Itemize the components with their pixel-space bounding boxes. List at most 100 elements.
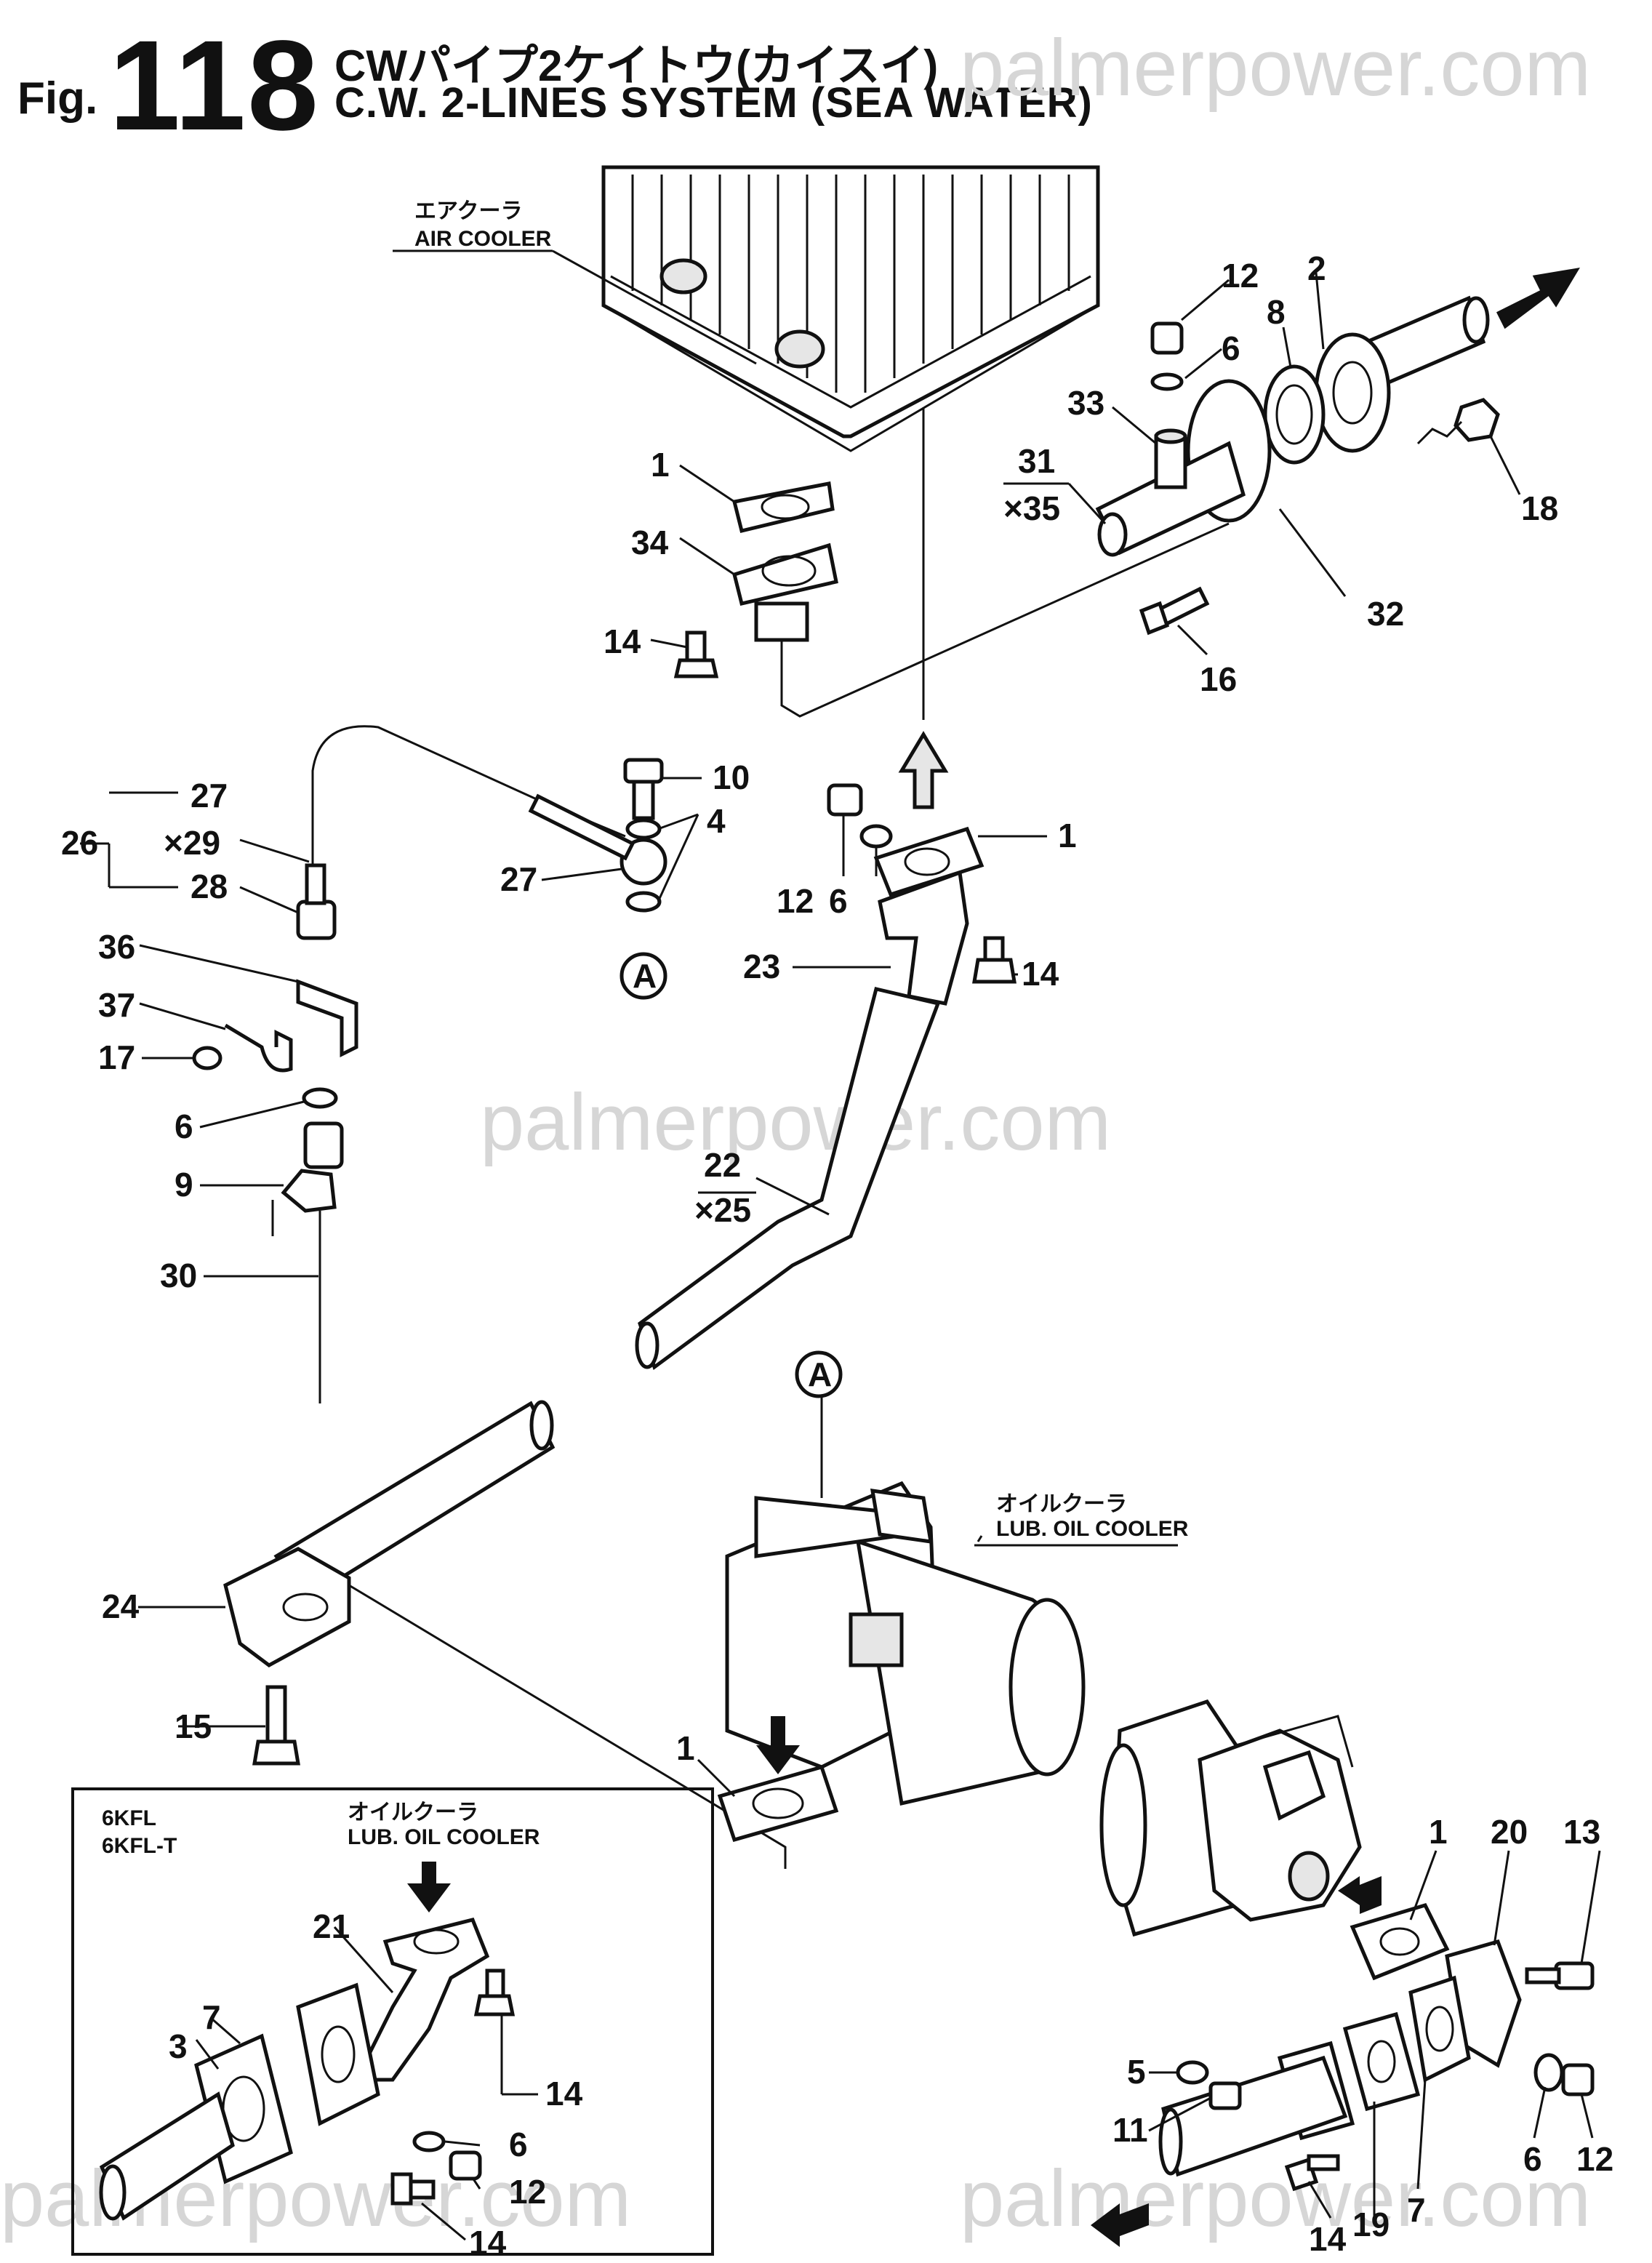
inset-cooler-label-jp: オイルクーラ <box>348 1801 478 1825</box>
svg-text:A: A <box>808 1355 832 1393</box>
washer-6-top <box>1150 372 1184 391</box>
nut-18-leader-path <box>1416 420 1463 445</box>
title-english: C.W. 2-LINES SYSTEM (SEA WATER) <box>334 79 1093 127</box>
washer-6-left <box>302 1087 338 1109</box>
callout-11: 11 <box>1112 2111 1148 2149</box>
callout-12-top: 12 <box>1222 257 1259 295</box>
flow-arrow-up <box>898 731 949 809</box>
callout-15: 15 <box>175 1707 212 1745</box>
inset-bolt-14-upper <box>473 1968 516 2016</box>
callout-7-pump: 7 <box>1407 2191 1426 2229</box>
callout-21: 21 <box>313 1907 350 1945</box>
callout-14-pump: 14 <box>1309 2220 1347 2258</box>
callout-17: 17 <box>98 1038 135 1076</box>
inset-flow-arrow <box>407 1862 451 1912</box>
ref-mark-a-oil-cooler: A <box>795 1350 843 1398</box>
callout-12-pump: 12 <box>1576 2140 1613 2178</box>
callout-2: 2 <box>1307 249 1326 287</box>
flange-7-pump <box>1408 1975 1471 2083</box>
watermark-middle: palmerpower.com <box>480 1078 1112 1167</box>
callout-4: 4 <box>707 802 726 840</box>
callout-28: 28 <box>191 868 228 905</box>
callout-10: 10 <box>713 758 750 796</box>
callout-34: 34 <box>631 524 669 561</box>
callout-30: 30 <box>160 1257 197 1294</box>
inset-model-1: 6KFL <box>102 1806 156 1830</box>
fitting-33 <box>1154 428 1187 489</box>
callout-37: 37 <box>98 986 135 1024</box>
callout-12-center: 12 <box>777 882 814 920</box>
plug-11 <box>1208 2081 1242 2110</box>
connection-line-2 <box>348 1584 787 1869</box>
figure-header: Fig. 118 CWパイプ2ケイトウ(カイスイ) C.W. 2-LINES S… <box>0 0 1652 150</box>
washer-6-center <box>859 824 893 849</box>
plug-12-top <box>1150 321 1184 355</box>
callout-32: 32 <box>1367 595 1404 633</box>
callout-27-banjo: 27 <box>500 860 537 898</box>
callout-14-inset-upper: 14 <box>545 2075 583 2112</box>
air-cooler-label-jp: エアクーラ <box>414 199 523 223</box>
callout-18: 18 <box>1521 489 1558 527</box>
callout-1-oil: 1 <box>676 1729 695 1767</box>
inset-model-2: 6KFL-T <box>102 1834 177 1858</box>
inset-washer-6 <box>412 2131 446 2152</box>
watermark-bottom-right: palmerpower.com <box>960 2154 1592 2243</box>
gasket-1-center <box>873 826 985 897</box>
inset-cooler-label-en: LUB. OIL COOLER <box>348 1825 540 1849</box>
callout-14-air: 14 <box>604 622 641 660</box>
bolt-14-pump <box>1284 2154 1340 2192</box>
banjo-27 <box>528 793 667 886</box>
callout-x25: ×25 <box>694 1191 751 1229</box>
callout-1-center: 1 <box>1058 817 1077 854</box>
plug-12-center <box>827 783 863 817</box>
pipe-22 <box>638 987 941 1371</box>
callout-7-inset: 7 <box>202 1998 221 2036</box>
washers-4 <box>625 818 662 913</box>
connection-line-1 <box>780 522 1230 718</box>
callout-36: 36 <box>98 928 135 966</box>
inset-plug-12 <box>449 2150 482 2181</box>
title-japanese: CWパイプ2ケイトウ(カイスイ) <box>334 41 939 90</box>
callout-19: 19 <box>1352 2206 1390 2243</box>
flow-arrow-pump-in <box>1338 1876 1382 1914</box>
clamp-37 <box>224 1023 293 1073</box>
callout-9: 9 <box>175 1166 193 1203</box>
banjo-bolt-10 <box>623 758 664 820</box>
flow-arrow-pump-inlet <box>1091 2203 1149 2247</box>
figure-prefix: Fig. <box>17 73 98 124</box>
elbow-24 <box>223 1547 351 1667</box>
callout-23: 23 <box>743 948 780 985</box>
oil-cooler-body <box>725 1481 1086 1806</box>
bracket-36 <box>296 979 358 1058</box>
bolt-14-center <box>972 936 1017 984</box>
cock-9 <box>271 1121 344 1236</box>
washer-5 <box>1176 2060 1209 2085</box>
callout-6-pump: 6 <box>1523 2140 1542 2178</box>
callout-6-center: 6 <box>829 882 848 920</box>
callout-8: 8 <box>1267 293 1286 331</box>
callout-labels: 1 34 14 12 2 8 6 33 31 ×35 18 32 16 10 4… <box>61 249 1613 2262</box>
oil-cooler-label-jp: オイルクーラ <box>996 1492 1127 1516</box>
sensing-tube-27 <box>311 725 626 894</box>
bolt-16 <box>1139 586 1210 636</box>
callout-14-inset-lower: 14 <box>469 2224 507 2262</box>
ref-mark-a-top: A <box>620 952 667 1000</box>
flange-34 <box>731 542 838 642</box>
gasket-1-pump <box>1350 1903 1450 1981</box>
callout-x29: ×29 <box>164 824 220 862</box>
inset-bolt-14-lower <box>390 2172 436 2206</box>
callout-1-air: 1 <box>651 446 670 484</box>
figure-number: 118 <box>109 15 320 157</box>
bolt-15 <box>252 1685 300 1766</box>
callout-6-inset: 6 <box>509 2126 528 2163</box>
callout-6-left: 6 <box>175 1108 193 1145</box>
washer-6-pump <box>1533 2053 1564 2092</box>
callout-x35: ×35 <box>1003 489 1060 527</box>
callout-31: 31 <box>1018 442 1055 480</box>
pipe-22-end <box>635 1321 659 1369</box>
oil-cooler-leader <box>977 1535 983 1542</box>
watermark-top: palmerpower.com <box>960 23 1592 113</box>
pump-body <box>1099 1699 1362 1937</box>
callout-3: 3 <box>169 2027 188 2065</box>
